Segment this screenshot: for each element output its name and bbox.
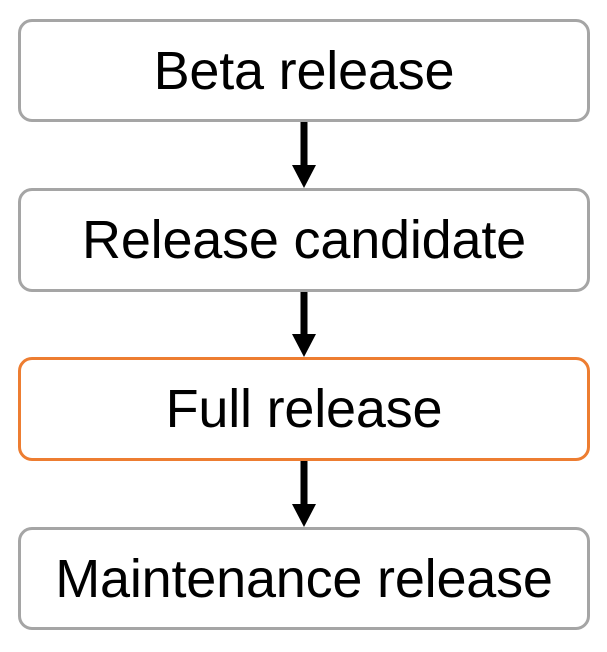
flow-node-label: Release candidate bbox=[82, 210, 526, 270]
flow-node-label: Beta release bbox=[153, 40, 455, 101]
flow-arrow-full-to-maintenance bbox=[291, 461, 317, 527]
flow-node-full-release[interactable]: Full release bbox=[18, 357, 590, 461]
flow-node-beta-release[interactable]: Beta release bbox=[18, 19, 590, 122]
flow-arrow-rc-to-full bbox=[291, 292, 317, 357]
flow-node-label: Full release bbox=[165, 379, 443, 439]
flow-node-label: Maintenance release bbox=[55, 548, 553, 609]
flow-node-maintenance-release[interactable]: Maintenance release bbox=[18, 527, 590, 630]
flow-arrow-beta-to-rc bbox=[291, 122, 317, 188]
flow-node-release-candidate[interactable]: Release candidate bbox=[18, 188, 590, 292]
